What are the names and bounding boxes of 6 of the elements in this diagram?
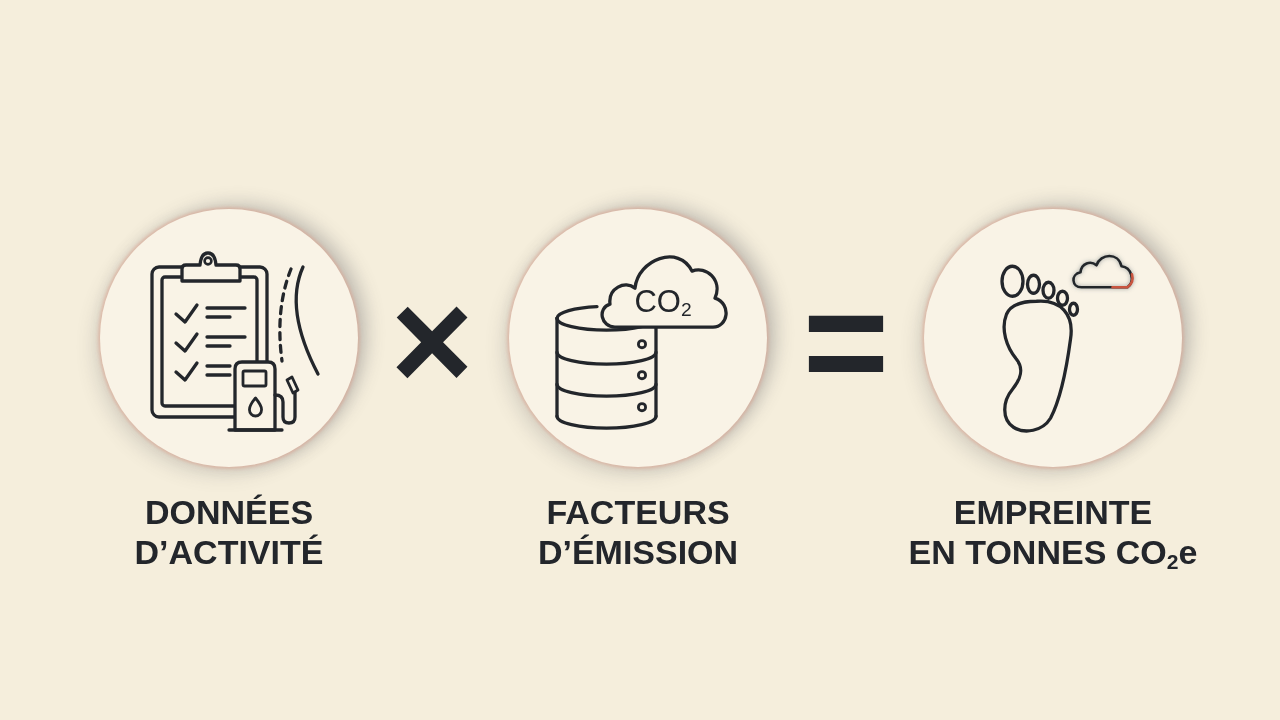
step-title: DONNÉES D’ACTIVITÉ: [134, 492, 324, 572]
equals-sign: =: [802, 301, 890, 383]
multiply-sign: ×: [390, 298, 474, 384]
cloud-label: CO$_{2}$: [634, 285, 692, 317]
step-title: EMPREINTE EN TONNES CO$_{2}$e: [908, 492, 1198, 572]
step-title: FACTEURS D’ÉMISSION: [537, 492, 739, 572]
